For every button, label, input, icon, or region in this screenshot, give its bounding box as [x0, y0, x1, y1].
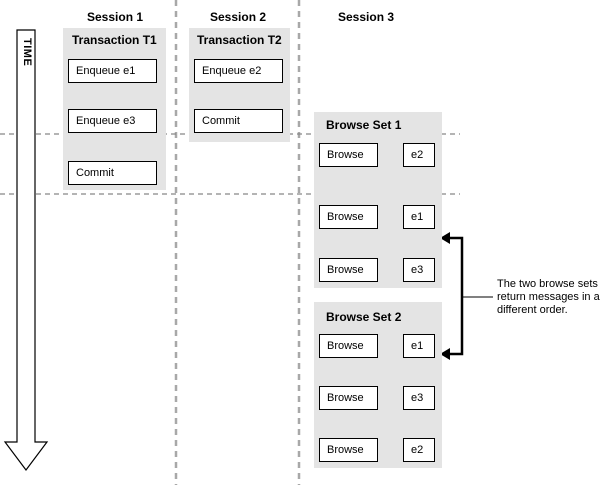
browse-action: Browse	[319, 143, 378, 167]
time-label: TIME	[21, 38, 33, 67]
bracket-arrowhead-bottom	[440, 348, 450, 360]
browse-message: e3	[403, 258, 435, 282]
transaction-t1-title: Transaction T1	[72, 33, 157, 47]
session-2-header: Session 2	[210, 10, 267, 24]
browse-action: Browse	[319, 438, 378, 462]
browse-message: e3	[403, 386, 435, 410]
browse-message: e1	[403, 334, 435, 358]
bracket-arrowhead-top	[440, 232, 450, 244]
t1-step-enqueue-e3: Enqueue e3	[68, 109, 157, 133]
browse-set-2-title: Browse Set 2	[326, 310, 402, 324]
browse-action: Browse	[319, 258, 378, 282]
browse-action: Browse	[319, 386, 378, 410]
browse-set-1-title: Browse Set 1	[326, 118, 402, 132]
time-arrow	[3, 29, 49, 471]
t2-step-commit: Commit	[194, 109, 283, 133]
t2-step-enqueue-e2: Enqueue e2	[194, 59, 283, 83]
session-3-header: Session 3	[338, 10, 395, 24]
browse-action: Browse	[319, 334, 378, 358]
order-annotation: The two browse sets return messages in a…	[497, 278, 600, 316]
transaction-t2-title: Transaction T2	[197, 33, 282, 47]
browse-message: e1	[403, 205, 435, 229]
browse-action: Browse	[319, 205, 378, 229]
comparison-bracket	[446, 236, 464, 356]
t1-step-enqueue-e1: Enqueue e1	[68, 59, 157, 83]
browse-message: e2	[403, 438, 435, 462]
browse-message: e2	[403, 143, 435, 167]
session-1-header: Session 1	[87, 10, 144, 24]
t1-step-commit: Commit	[68, 161, 157, 185]
